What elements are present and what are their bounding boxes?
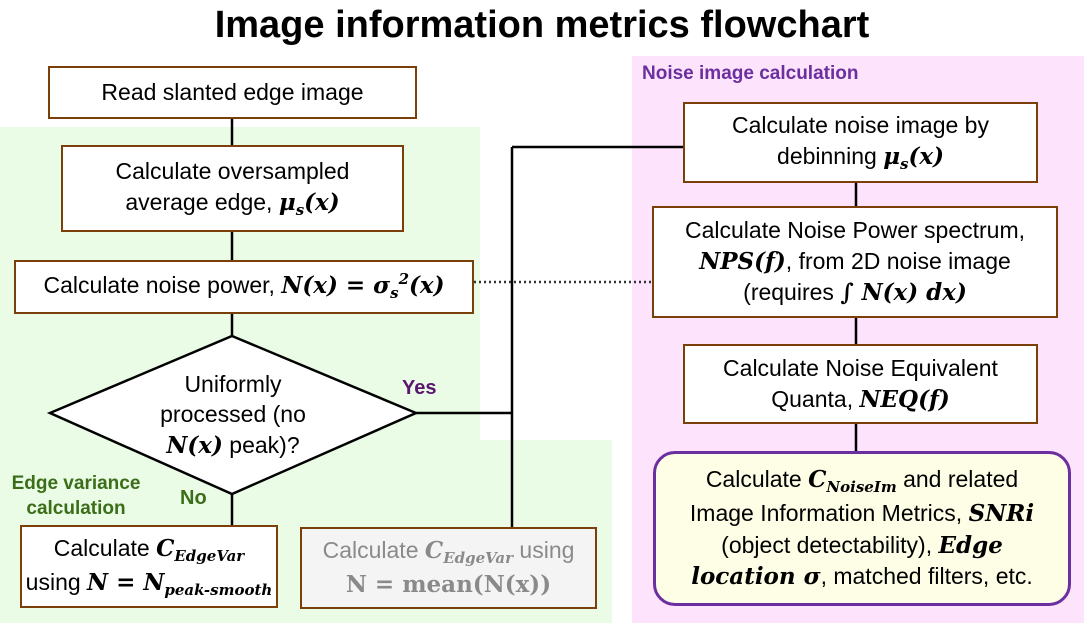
nps-line1: Calculate Noise Power spectrum, [684, 217, 1026, 244]
cedgevar-mean-line2: N = mean(N(x)) [345, 571, 552, 599]
noise-image-line1: Calculate noise image by [732, 112, 989, 139]
cedgevar-mean-line1: Calculate CEdgeVar using [322, 537, 575, 568]
neq-box: Calculate Noise Equivalent Quanta, NEQ(f… [683, 344, 1038, 424]
final-line4: location σ, matched filters, etc. [691, 563, 1033, 591]
noise-image-box: Calculate noise image by debinning μs(x) [683, 102, 1038, 183]
decision-text: Uniformly processed (no N(x) peak)? [160, 370, 306, 459]
edge-variance-region-label: Edge variance calculation [11, 473, 141, 519]
final-line2: Image Information Metrics, SNRi [689, 500, 1035, 528]
noise-power-box: Calculate noise power, N(x) = σs2(x) [14, 260, 474, 314]
decision-diamond [46, 334, 420, 496]
read-image-label: Read slanted edge image [101, 79, 364, 106]
final-line3: (object detectability), Edge [721, 531, 1003, 559]
noise-power-label: Calculate noise power, N(x) = σs2(x) [43, 270, 445, 303]
nps-line3: (requires ∫ N(x) dx) [743, 279, 967, 307]
yes-label: Yes [402, 377, 437, 399]
neq-line2: Quanta, NEQ(f) [771, 385, 950, 413]
neq-line1: Calculate Noise Equivalent [723, 354, 998, 381]
cedgevar-peak-line1: Calculate CEdgeVar [53, 534, 245, 565]
read-image-box: Read slanted edge image [48, 66, 417, 119]
noise-image-line2: debinning μs(x) [777, 142, 944, 173]
cedgevar-mean-box: Calculate CEdgeVar using N = mean(N(x)) [300, 527, 597, 609]
oversampled-edge-box: Calculate oversampled average edge, μs(x… [61, 145, 404, 232]
cedgevar-peak-box: Calculate CEdgeVar using N = Npeak-smoot… [20, 525, 278, 608]
final-line1: Calculate CNoiseIm and related [705, 466, 1019, 497]
page-title: Image information metrics flowchart [214, 4, 870, 46]
nps-line2: NPS(f), from 2D noise image [699, 247, 1011, 275]
image-information-metrics-box: Calculate CNoiseIm and related Image Inf… [653, 451, 1071, 606]
noise-image-region-label: Noise image calculation [642, 63, 859, 84]
cedgevar-peak-line2: using N = Npeak-smooth [25, 568, 273, 599]
nps-box: Calculate Noise Power spectrum, NPS(f), … [652, 206, 1058, 318]
oversampled-line2: average edge, μs(x) [125, 188, 340, 219]
oversampled-line1: Calculate oversampled [115, 158, 350, 185]
no-label: No [180, 487, 207, 509]
